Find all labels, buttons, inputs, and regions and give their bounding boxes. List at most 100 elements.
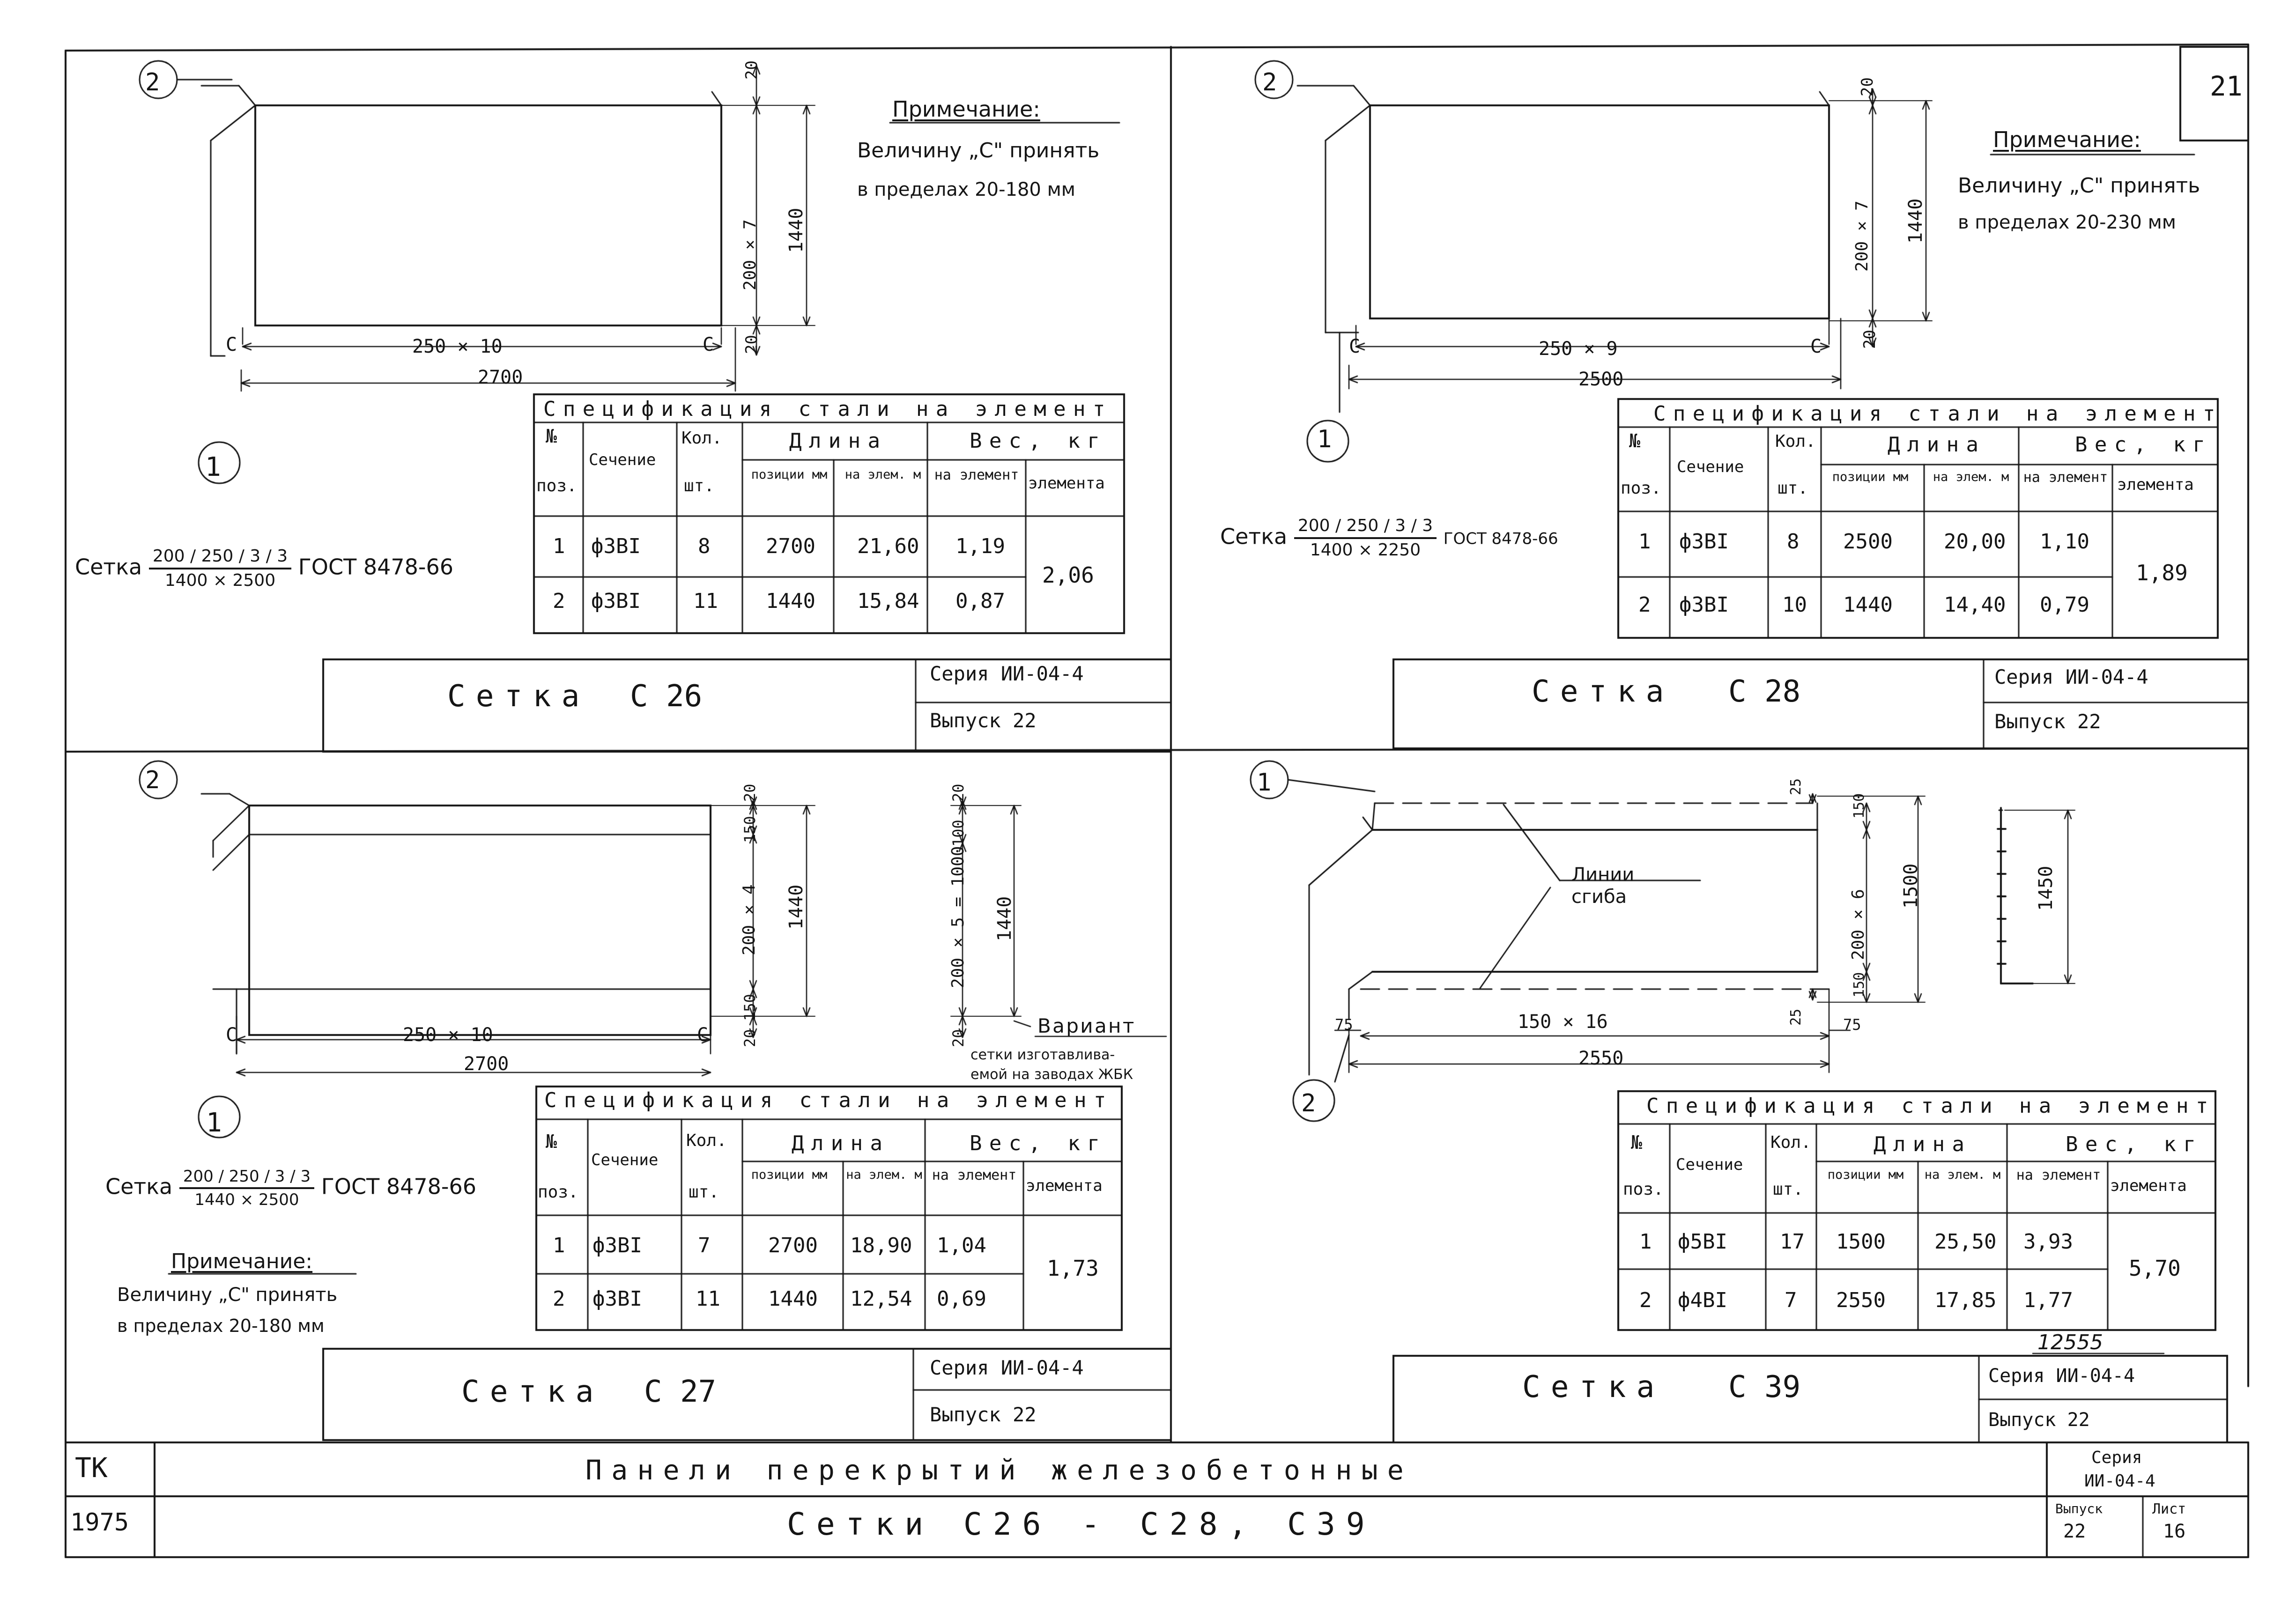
th-length: Длина [1888,433,1986,457]
row-1-length-el: 18,90 [850,1234,912,1257]
th-pos-b: поз. [538,1183,578,1202]
callout-pos-1-label: 1 [206,1108,222,1138]
th-length: Длина [1874,1132,1972,1156]
th-qty-b: шт. [1773,1180,1804,1199]
issue-label: Выпуск 22 [1988,1409,2090,1431]
dim-width-step: 250 × 9 [1539,338,1618,360]
th-length-pos: позиции мм [1827,1168,1904,1182]
weight-total: 1,73 [1047,1256,1099,1281]
callout-pos-1-label: 1 [1257,769,1272,797]
row-1-pos: 1 [1638,530,1651,554]
row-1-section: ф3ВI [1679,530,1729,554]
row-2-pos: 2 [1639,1288,1652,1312]
dim-top: 20 [741,784,759,802]
row-2-pos: 2 [553,589,565,613]
callout-pos-1-label: 1 [205,452,221,482]
dim-height-total: 1440 [785,884,807,930]
th-pos-a: № [1631,1132,1643,1153]
th-length-pos: позиции мм [1832,470,1909,484]
row-1-length: 1500 [1836,1230,1886,1254]
dim-height-total: 1440 [1905,198,1926,244]
th-length-pos: позиции мм [751,1168,828,1182]
th-qty-a: Кол. [681,429,722,448]
variant-label: Вариант [1037,1014,1136,1037]
title-word: Сетка [1522,1370,1665,1404]
dim-height-step: 200 × 6 [1849,889,1868,960]
row-1-qty: 8 [698,534,711,558]
mesh-denominator: 1400 × 2250 [1310,540,1421,560]
row-1-qty: 17 [1780,1230,1805,1254]
dim-150-bottom: 150 [1851,972,1867,998]
row-2-weight: 1,77 [2023,1288,2073,1312]
row-1-weight: 1,04 [937,1234,986,1257]
th-weight-el: на элемент [932,1167,1017,1183]
label-c-right: С [697,1024,709,1046]
row-2-section: ф3ВI [591,589,641,613]
issue-value: 22 [2063,1521,2086,1542]
mesh-label: Сетка [75,554,142,580]
th-qty-a: Кол. [1770,1133,1811,1152]
spec-table-title: Спецификация стали на элемент [1653,402,2222,426]
variant-dim-step: 200 × 5 = 1000 [948,846,968,988]
row-1-length-el: 20,00 [1944,530,2006,554]
title-code: С 26 [630,679,703,714]
series-label: Серия ИИ-04-4 [930,1356,1084,1379]
row-2-length: 1440 [1843,593,1893,617]
note-line-1: Величину „С" принять [1958,174,2200,198]
th-section: Сечение [1677,458,1744,476]
row-2-length-el: 17,85 [1934,1288,1997,1312]
row-2-length: 1440 [768,1287,818,1311]
th-weight-total: элемента [2117,475,2194,494]
weight-total: 5,70 [2129,1256,2181,1281]
bend-lines-line-2: сгиба [1571,886,1627,908]
dim-height-total: 1500 [1900,863,1922,909]
th-weight: Вес, кг [970,1131,1107,1155]
row-2-length-el: 12,54 [850,1287,912,1311]
row-1-qty: 7 [698,1234,711,1257]
title-code: С 28 [1728,674,1801,709]
dim-top: 20 [1858,77,1877,96]
th-length: Длина [792,1131,890,1155]
sheet-id: 12555 [2037,1331,2103,1354]
variant-dim-bottom: 20 [949,1029,967,1047]
org-code: ТК [75,1452,108,1484]
row-2-length: 2550 [1836,1288,1886,1312]
issue-label: Выпуск 22 [1994,710,2101,733]
th-length-el: на элем. м [1924,1168,2001,1182]
row-1-qty: 8 [1787,530,1800,554]
variant-line-2: емой на заводах ЖБК [970,1066,1133,1083]
mesh-designation: Сетка 200 / 250 / 3 / 3 1400 × 2500 ГОСТ… [75,548,453,589]
weight-total: 2,06 [1042,562,1094,588]
variant-dim-100: 100 [949,820,967,847]
issue-label: Выпуск 22 [930,1403,1037,1426]
callout-pos-2-label: 2 [145,766,160,794]
th-section: Сечение [589,451,656,469]
th-pos-a: № [1629,430,1641,452]
note-line-1: Величину „С" принять [857,139,1100,163]
mesh-numerator: 200 / 250 / 3 / 3 [148,548,292,569]
row-1-length-el: 21,60 [857,534,919,558]
variant-dim-total: 1440 [994,896,1015,941]
label-c-right: С [1810,336,1822,357]
row-1-section: ф3ВI [593,1234,642,1257]
bend-lines-line-1: Линии [1571,864,1635,886]
row-2-qty: 10 [1782,593,1807,617]
row-2-qty: 11 [693,589,718,613]
row-2-section: ф4ВI [1678,1288,1727,1312]
mesh-gost: ГОСТ 8478-66 [1443,529,1558,548]
dim-width-step: 250 × 10 [403,1024,493,1046]
th-weight: Вес, кг [970,429,1107,453]
title-word: Сетка [1532,674,1674,709]
mesh-label: Сетка [105,1174,173,1199]
sheet-value: 16 [2163,1521,2186,1542]
dim-bent-height: 1450 [2035,865,2057,911]
sheet-label: Лист [2152,1501,2186,1517]
dim-width-total: 2700 [478,367,523,388]
row-1-pos: 1 [553,1234,565,1257]
series-b: ИИ-04-4 [2084,1471,2155,1491]
weight-total: 1,89 [2136,560,2188,585]
th-qty-b: шт. [1778,479,1808,498]
callout-pos-1-label: 1 [1317,425,1332,453]
row-1-length: 2700 [766,534,815,558]
